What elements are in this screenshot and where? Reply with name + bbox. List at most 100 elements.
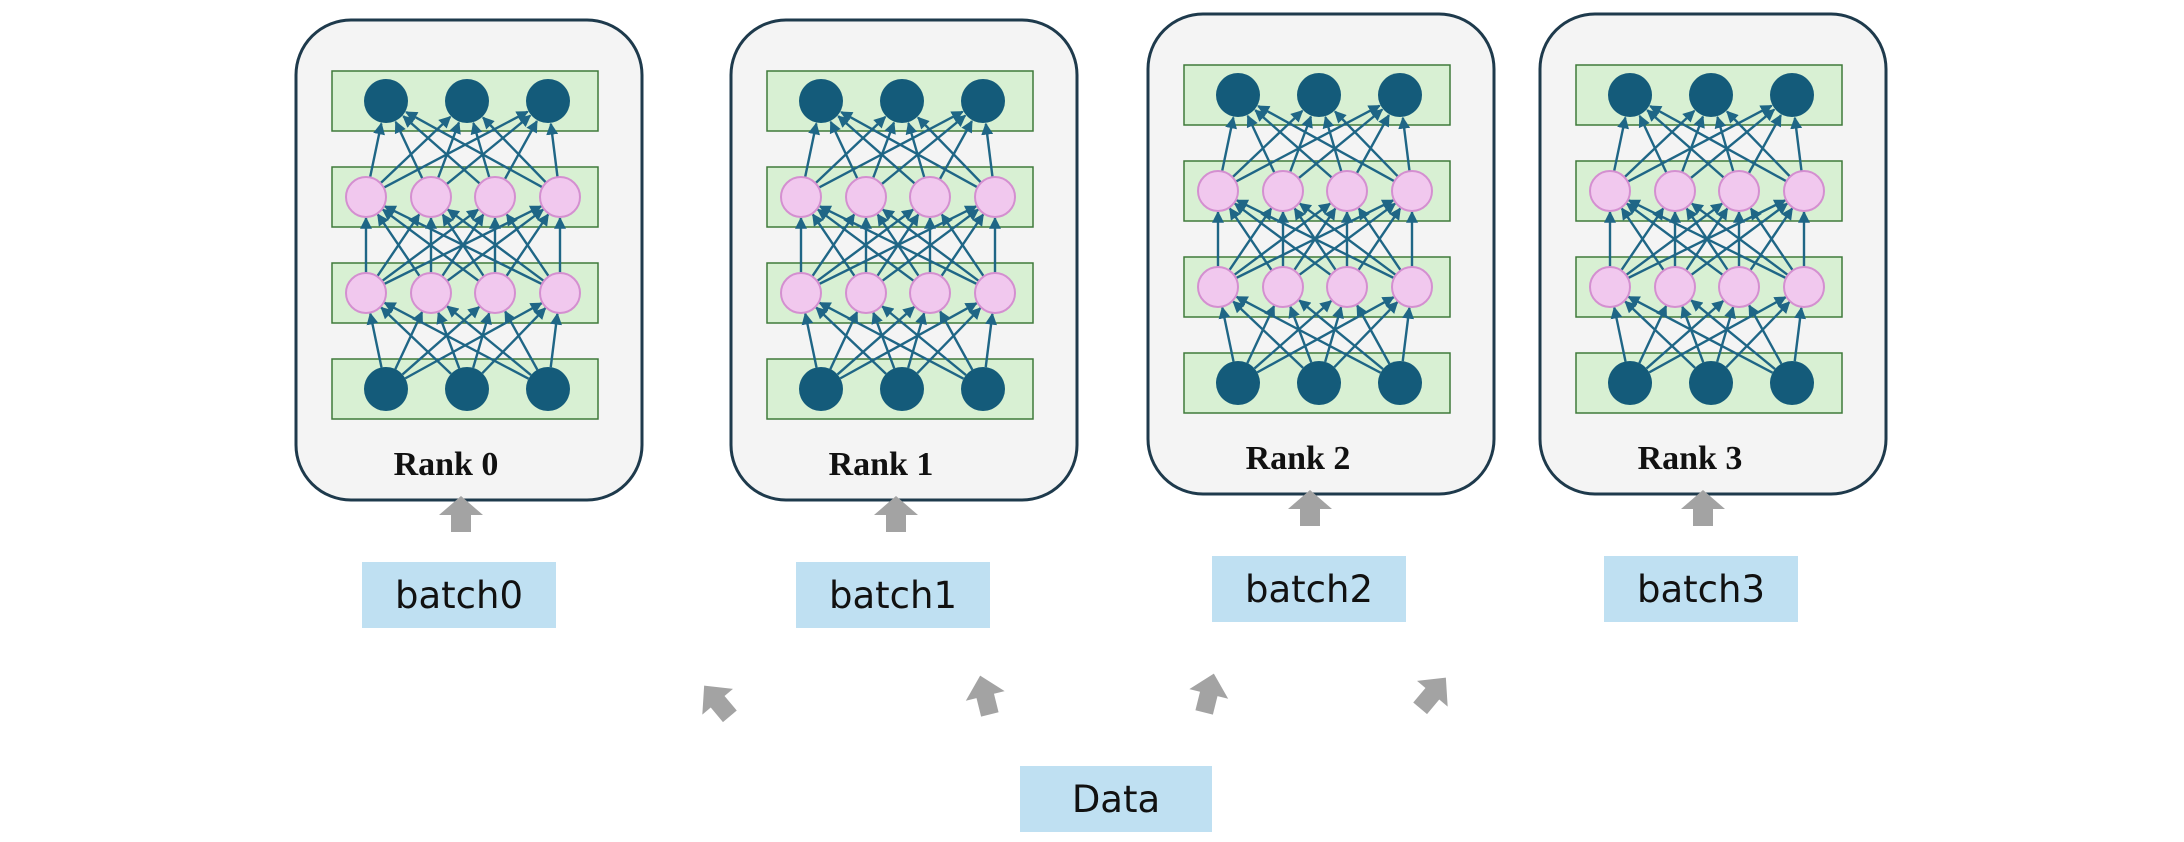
io-node bbox=[1689, 361, 1733, 405]
network-edge bbox=[1398, 116, 1411, 172]
data-label: Data bbox=[1072, 778, 1160, 821]
network-edge bbox=[1220, 116, 1237, 172]
network-edge bbox=[1627, 199, 1787, 280]
network-edge bbox=[1790, 116, 1803, 172]
batch-label: batch1 bbox=[829, 574, 957, 617]
rank-card-3: Rank 3 bbox=[1538, 12, 1888, 496]
neural-network bbox=[1183, 64, 1451, 414]
rank-card-0: Rank 0 bbox=[294, 18, 644, 502]
rank-card-2: Rank 2 bbox=[1146, 12, 1496, 496]
rank-label: Rank 1 bbox=[829, 446, 934, 483]
hidden-node bbox=[1262, 266, 1304, 308]
batch-label: batch0 bbox=[395, 574, 523, 617]
network-edge bbox=[939, 310, 974, 371]
network-edge bbox=[818, 110, 964, 189]
network-edge bbox=[368, 122, 385, 178]
hidden-node bbox=[780, 176, 822, 218]
network-edge bbox=[1627, 104, 1773, 183]
network-edge bbox=[366, 312, 383, 368]
network-edge bbox=[1235, 199, 1395, 280]
rank-label: Rank 0 bbox=[394, 446, 499, 483]
io-node bbox=[445, 367, 489, 411]
hidden-node bbox=[1197, 170, 1239, 212]
network-edge bbox=[1228, 207, 1273, 272]
network-edge bbox=[1624, 300, 1696, 369]
arrow-diagonal-icon bbox=[1413, 677, 1448, 715]
network-edge bbox=[1725, 301, 1791, 369]
batch-label: batch3 bbox=[1637, 568, 1765, 611]
network-edge bbox=[404, 302, 543, 380]
hidden-node bbox=[1262, 170, 1304, 212]
hidden-node bbox=[1197, 266, 1239, 308]
network-edge bbox=[380, 306, 452, 375]
network-edge bbox=[1253, 299, 1333, 370]
io-node bbox=[526, 367, 570, 411]
network-edge bbox=[801, 312, 818, 368]
rank-label: Rank 2 bbox=[1246, 440, 1351, 477]
network-edge bbox=[1649, 105, 1788, 183]
network-edge bbox=[401, 305, 481, 376]
network-edge bbox=[376, 213, 421, 278]
io-node bbox=[526, 79, 570, 123]
hidden-node bbox=[1783, 170, 1825, 212]
arrow-diagonal-icon bbox=[702, 685, 737, 723]
hidden-node bbox=[1654, 266, 1696, 308]
arrow-up-icon bbox=[1288, 490, 1332, 526]
network-edge bbox=[504, 310, 539, 371]
io-node bbox=[445, 79, 489, 123]
arrow-diagonal-icon bbox=[965, 675, 1005, 717]
arrow-diagonal-icon bbox=[1189, 673, 1229, 715]
network-edge bbox=[446, 208, 545, 283]
network-edge bbox=[1680, 115, 1705, 173]
network-edge bbox=[1748, 304, 1783, 365]
hidden-node bbox=[1718, 266, 1760, 308]
neural-network bbox=[1575, 64, 1843, 414]
hidden-node bbox=[909, 272, 951, 314]
batch-label: batch2 bbox=[1245, 568, 1373, 611]
batch-box-2: batch2 bbox=[1212, 556, 1406, 622]
network-edge bbox=[381, 208, 480, 283]
network-edge bbox=[818, 205, 978, 286]
network-edge bbox=[816, 208, 915, 283]
hidden-node bbox=[345, 272, 387, 314]
io-node bbox=[1770, 73, 1814, 117]
hidden-node bbox=[1326, 170, 1368, 212]
network-edge bbox=[383, 301, 530, 380]
network-edge bbox=[907, 312, 927, 369]
network-edge bbox=[1324, 306, 1344, 363]
hidden-node bbox=[1718, 170, 1760, 212]
network-edge bbox=[1645, 299, 1725, 370]
network-edge bbox=[481, 307, 547, 375]
network-edge bbox=[871, 121, 896, 179]
io-node bbox=[1608, 361, 1652, 405]
io-node bbox=[364, 79, 408, 123]
io-node bbox=[1770, 361, 1814, 405]
arrow-up-icon bbox=[1681, 490, 1725, 526]
batch-box-3: batch3 bbox=[1604, 556, 1798, 622]
hidden-node bbox=[474, 272, 516, 314]
arrow-up-icon bbox=[874, 496, 918, 532]
io-node bbox=[880, 79, 924, 123]
io-node bbox=[799, 367, 843, 411]
hidden-node bbox=[974, 176, 1016, 218]
io-node bbox=[1378, 73, 1422, 117]
network-edge bbox=[405, 111, 544, 189]
network-edge bbox=[1357, 207, 1402, 272]
network-edge bbox=[1298, 202, 1397, 277]
network-edge bbox=[829, 120, 859, 180]
network-edge bbox=[803, 122, 820, 178]
hidden-node bbox=[410, 272, 452, 314]
hidden-node bbox=[974, 272, 1016, 314]
network-edge bbox=[881, 305, 967, 376]
network-edge bbox=[815, 306, 887, 375]
network-edge bbox=[1333, 301, 1399, 369]
network-edge bbox=[445, 114, 532, 186]
io-node bbox=[364, 367, 408, 411]
network-edge bbox=[981, 122, 994, 178]
network-edge bbox=[1689, 108, 1776, 180]
hidden-node bbox=[474, 176, 516, 218]
network-edge bbox=[1648, 296, 1787, 374]
network-edge bbox=[1620, 207, 1665, 272]
network-edge bbox=[1298, 299, 1384, 370]
network-edge bbox=[482, 116, 547, 184]
